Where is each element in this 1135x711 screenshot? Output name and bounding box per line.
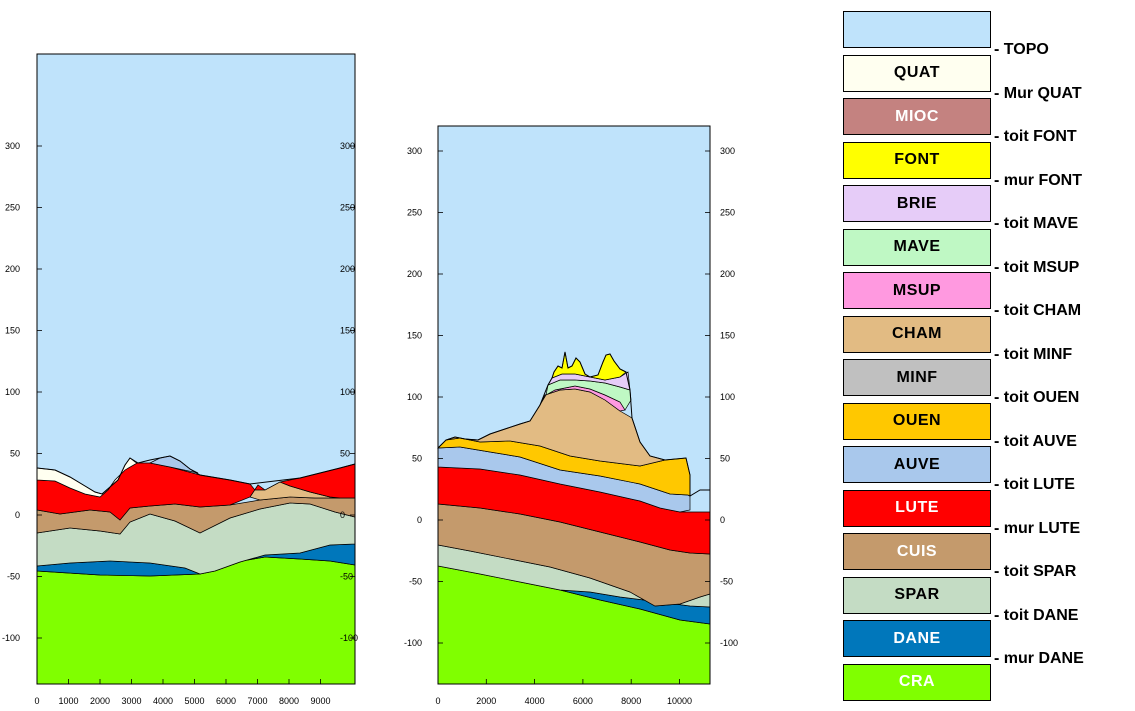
legend-boundary-label: - toit FONT [994, 128, 1077, 145]
y-tick-label: 250 [407, 208, 422, 218]
y-tick-label: 200 [720, 269, 735, 279]
legend-unit-brie: BRIE [843, 185, 991, 222]
legend-boundary-label: - toit SPAR [994, 563, 1077, 580]
legend-boundary-label: - toit MAVE [994, 215, 1079, 232]
legend-boundary-label: - Mur QUAT [994, 84, 1082, 102]
legend-boundary-label: - toit DANE [994, 606, 1079, 624]
legend-unit-cham: CHAM [843, 315, 991, 353]
x-tick-label: 4000 [153, 696, 173, 706]
y-tick-label: 50 [720, 454, 730, 464]
section-2: 300 300 250 250 200 200 150 150 100 100 50 50 0 0 -50 -… [404, 125, 738, 706]
y-tick-label: 100 [340, 387, 355, 397]
x-tick-label: 7000 [247, 696, 267, 706]
y-tick-label: 0 [340, 510, 345, 520]
x-tick-label: 6000 [573, 696, 593, 706]
y-tick-label: 150 [720, 331, 735, 341]
legend-unit-cra: CRA [843, 663, 991, 701]
y-tick-label: 150 [407, 331, 422, 341]
y-tick-label: 50 [412, 454, 422, 464]
y-tick-label: 150 [5, 326, 20, 336]
y-tick-label: 100 [407, 392, 422, 402]
y-tick-label: 200 [5, 264, 20, 274]
legend-boundary-label: - toit MSUP [994, 258, 1080, 276]
x-tick-label: 4000 [525, 696, 545, 706]
legend-unit-quat: QUAT [843, 54, 991, 92]
legend-boundary-label: - TOPO [994, 41, 1049, 58]
y-tick-label: 200 [340, 264, 355, 274]
section-2-ticks: 300 300 250 250 200 200 150 150 100 100 50 50 0 0 -50 -… [404, 146, 738, 706]
legend-boundary-label: - mur FONT [994, 171, 1082, 189]
x-tick-label: 3000 [121, 696, 141, 706]
y-tick-label: -50 [409, 577, 422, 587]
y-tick-label: 250 [340, 203, 355, 213]
x-tick-label: 8000 [621, 696, 641, 706]
y-tick-label: 100 [5, 387, 20, 397]
y-tick-label: -50 [340, 572, 353, 582]
legend-unit-auve: AUVE [843, 446, 991, 483]
y-tick-label: 300 [720, 146, 735, 156]
legend-unit-lute: LUTE [843, 489, 991, 527]
legend-boundary-label: - toit CHAM [994, 302, 1082, 319]
y-tick-label: 50 [10, 449, 20, 459]
y-tick-label: 300 [340, 141, 355, 151]
legend-unit-msup: MSUP [843, 272, 991, 309]
y-tick-label: 250 [720, 208, 735, 218]
y-tick-label: 300 [407, 146, 422, 156]
x-tick-label: 6000 [216, 696, 236, 706]
legend-unit-spar: SPAR [843, 576, 991, 614]
x-tick-label: 10000 [667, 696, 692, 706]
legend-unit-topo-sky [843, 11, 991, 48]
x-tick-label: 5000 [184, 696, 204, 706]
y-tick-label: 0 [15, 510, 20, 520]
legend-boundary-label: - toit AUVE [994, 432, 1077, 450]
y-tick-label: 200 [407, 269, 422, 279]
y-tick-label: -50 [7, 572, 20, 582]
legend-unit-minf: MINF [843, 359, 991, 396]
legend-boundary-label: - mur LUTE [994, 519, 1081, 537]
x-tick-label: 2000 [476, 696, 496, 706]
y-tick-label: 0 [417, 515, 422, 525]
legend-boundary-label: - mur DANE [994, 650, 1084, 667]
y-tick-label: 50 [340, 449, 350, 459]
y-tick-label: -100 [340, 633, 358, 643]
x-tick-label: 0 [34, 696, 39, 706]
legend-boundary-label: - toit OUEN [994, 389, 1080, 406]
y-tick-label: -100 [2, 633, 20, 643]
y-tick-label: 150 [340, 326, 355, 336]
y-tick-label: 250 [5, 203, 20, 213]
legend-boundary-label: - toit MINF [994, 345, 1073, 363]
x-tick-label: 8000 [279, 696, 299, 706]
legend-unit-dane: DANE [843, 620, 991, 657]
y-tick-label: -100 [404, 638, 422, 648]
x-tick-label: 0 [435, 696, 440, 706]
y-tick-label: -50 [720, 577, 733, 587]
legend-unit-font: FONT [843, 141, 991, 179]
y-tick-label: -100 [720, 638, 738, 648]
x-tick-label: 2000 [90, 696, 110, 706]
x-tick-label: 9000 [310, 696, 330, 706]
legend-unit-mioc: MIOC [843, 98, 991, 135]
x-tick-label: 1000 [58, 696, 78, 706]
legend-unit-cuis: CUIS [843, 533, 991, 570]
y-tick-label: 100 [720, 392, 735, 402]
legend-unit-mave: MAVE [843, 228, 991, 266]
y-tick-label: 0 [720, 515, 725, 525]
y-tick-label: 300 [5, 141, 20, 151]
legend-boundary-label: - toit LUTE [994, 476, 1075, 493]
legend-unit-ouen: OUEN [843, 402, 991, 440]
